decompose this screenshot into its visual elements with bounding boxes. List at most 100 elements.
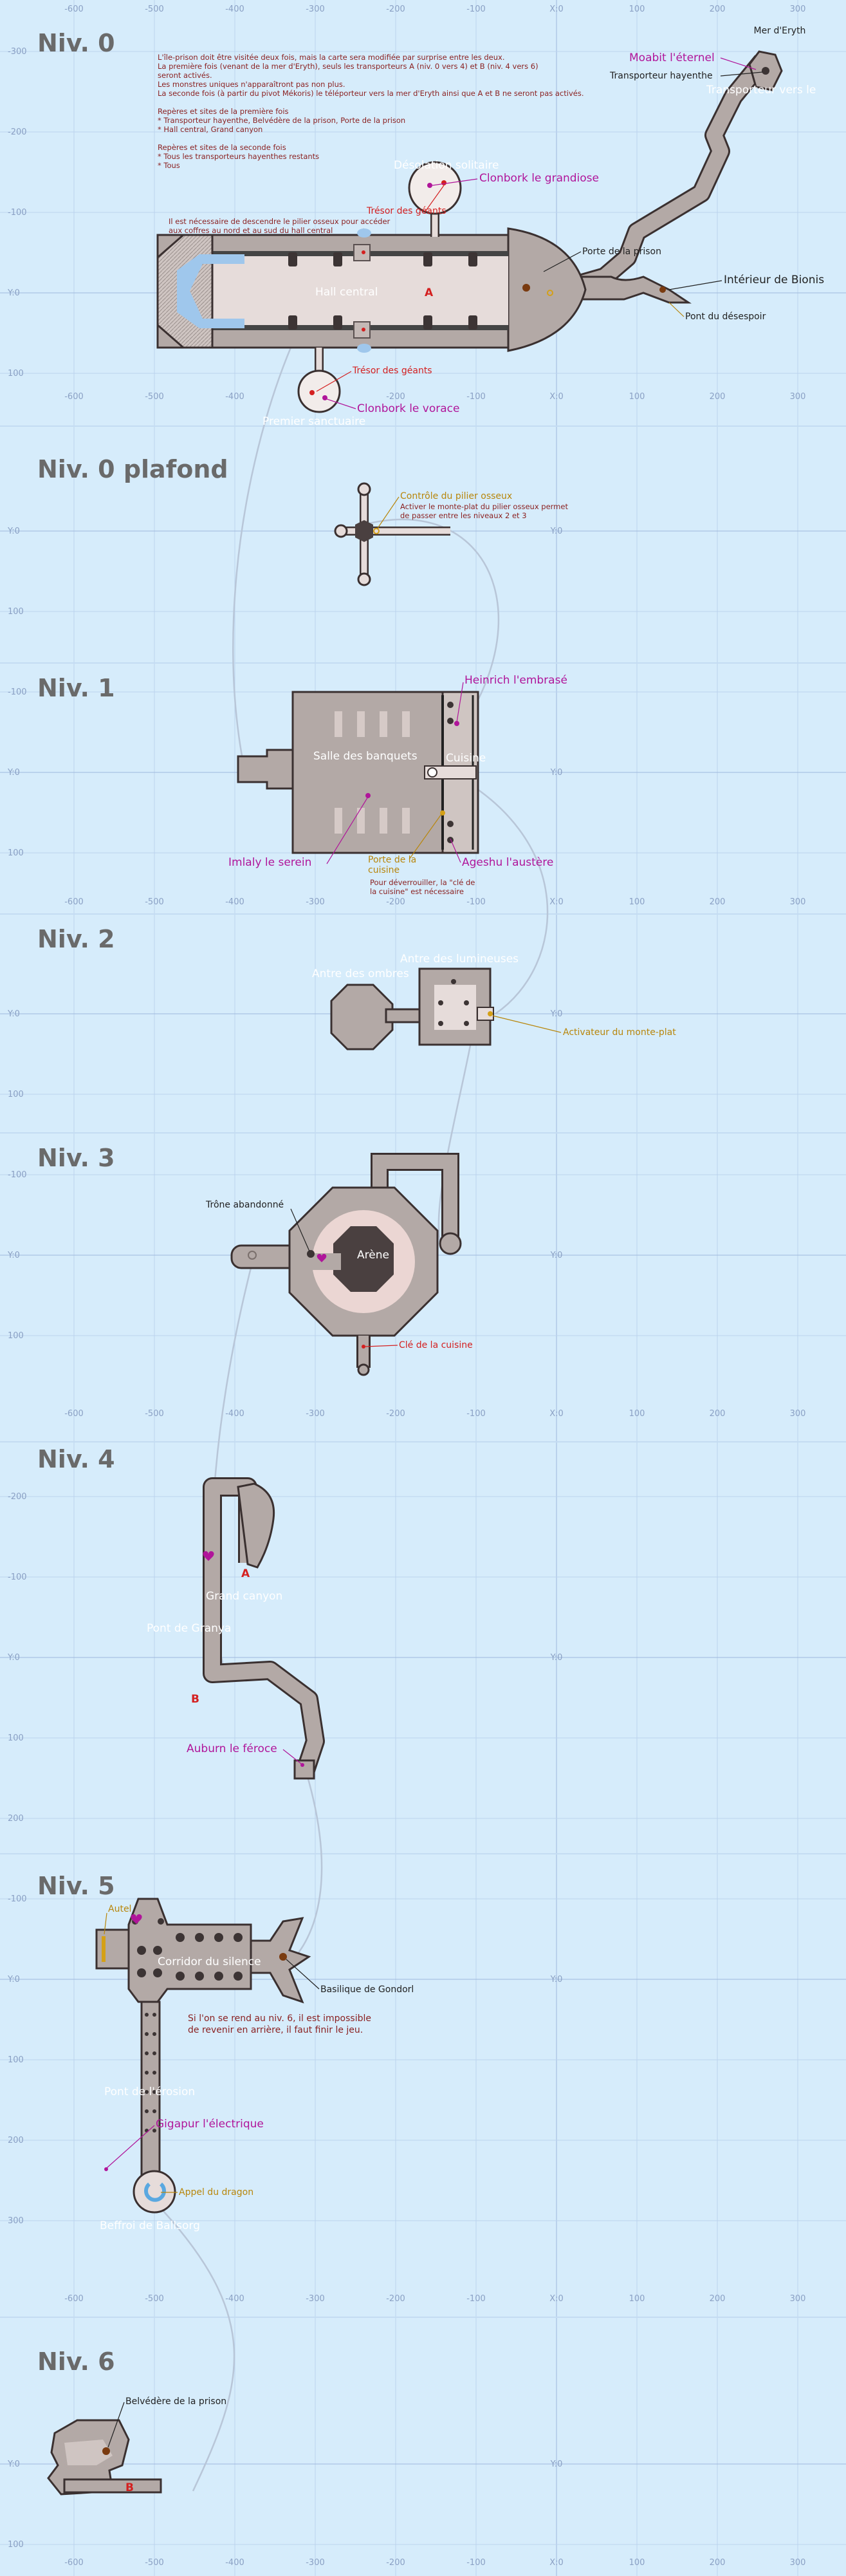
y-axis-center-label: Y:0 xyxy=(550,2459,563,2469)
x-tick-label: -600 xyxy=(64,2294,84,2304)
y-axis-center-label: Y:0 xyxy=(550,1251,563,1260)
label-auburn: Auburn le féroce xyxy=(187,1742,277,1755)
dumbwaiter-activator[interactable] xyxy=(477,1007,494,1021)
level-1: Niv. 1 Heinrich l'embrasé Salle des banq… xyxy=(37,674,567,896)
x-tick-label: 200 xyxy=(710,1409,726,1419)
y-tick-label: -100 xyxy=(8,1894,27,1904)
note-line: * Tous les transporteurs hayenthes resta… xyxy=(158,152,319,161)
label-basilica: Basilique de Gondorl xyxy=(320,1984,414,1995)
x-tick-label: -300 xyxy=(306,2558,325,2568)
x-tick-label: 300 xyxy=(790,2558,806,2568)
leader-line xyxy=(492,1015,562,1033)
canyon-path[interactable] xyxy=(205,1479,323,1773)
leader-line xyxy=(409,814,442,860)
basilica[interactable] xyxy=(250,1917,311,2004)
monster-dot xyxy=(322,395,327,400)
hall-pillars xyxy=(288,252,477,330)
x-tick-label: 100 xyxy=(629,2294,645,2304)
kitchen-door[interactable] xyxy=(424,765,477,779)
x-tick-label: -600 xyxy=(64,1409,84,1419)
mechanism-icon xyxy=(547,290,553,296)
y-axis-center-label: Y:0 xyxy=(550,1009,563,1019)
bridge-of-despair[interactable] xyxy=(552,275,692,304)
leader-line xyxy=(282,1749,302,1764)
bone-pillar-control[interactable] xyxy=(355,520,373,542)
note-line: * Transporteur hayenthe, Belvédère de la… xyxy=(158,116,405,125)
canyon-head[interactable] xyxy=(237,1482,275,1569)
level-5: Niv. 5 Autel Corridor du silence Basiliq… xyxy=(37,1872,414,2232)
x-tick-label: 300 xyxy=(790,897,806,907)
leader-line xyxy=(107,2402,125,2448)
x-tick-label: -600 xyxy=(64,897,84,907)
y-tick-label: 100 xyxy=(8,1090,24,1099)
y-tick-label: 100 xyxy=(8,2540,24,2550)
west-room[interactable] xyxy=(237,749,294,790)
note-line: Repères et sites de la seconde fois xyxy=(158,143,286,152)
den-corridor[interactable] xyxy=(385,1008,423,1023)
x-tick-label: X:0 xyxy=(549,2294,564,2304)
y-tick-label: Y:0 xyxy=(7,527,20,536)
banquet-hall[interactable] xyxy=(291,691,444,854)
x-tick-label: 100 xyxy=(629,392,645,402)
label-key: Clé de la cuisine xyxy=(399,1340,473,1350)
belfry[interactable] xyxy=(133,2170,176,2214)
x-tick-label: -200 xyxy=(386,392,405,402)
leader-line xyxy=(668,280,722,290)
x-tick-label: 300 xyxy=(790,2294,806,2304)
first-sanctuary[interactable] xyxy=(297,369,341,413)
intro-notes: L'île-prison doit être visitée deux fois… xyxy=(158,53,584,170)
label-arena: Arène xyxy=(357,1249,389,1262)
leader-line xyxy=(424,185,445,213)
leader-line xyxy=(668,302,685,317)
level-0: Niv. 0 L'île-prison doit être visitée de… xyxy=(37,26,824,428)
label-desolation: Désolation solitaire xyxy=(394,159,499,172)
y-tick-label: 200 xyxy=(8,2136,24,2145)
x-tick-label: X:0 xyxy=(549,392,564,402)
leader-line xyxy=(104,1912,107,1935)
x-tick-label: -400 xyxy=(225,5,244,14)
mechanism-dot xyxy=(488,1011,493,1016)
label-activator: Activateur du monte-plat xyxy=(563,1027,676,1038)
x-tick-label: -500 xyxy=(145,897,164,907)
x-tick-label: X:0 xyxy=(549,5,564,14)
level-title: Niv. 0 xyxy=(37,29,115,57)
label-bionis: Intérieur de Bionis xyxy=(724,274,824,286)
shadow-den[interactable] xyxy=(330,984,394,1050)
warning-2: de revenir en arrière, il faut finir le … xyxy=(188,2025,363,2035)
x-tick-label: 100 xyxy=(629,1409,645,1419)
y-tick-label: Y:0 xyxy=(7,1653,20,1663)
bridge-pillars xyxy=(145,2013,156,2133)
x-tick-label: 200 xyxy=(710,5,726,14)
monster-dot xyxy=(104,2167,108,2171)
monster-dot xyxy=(365,793,371,798)
leader-line xyxy=(432,178,478,186)
north-corridor[interactable] xyxy=(372,1155,457,1242)
y-axis-center-label: Y:0 xyxy=(550,527,563,536)
x-tick-label: -200 xyxy=(386,897,405,907)
label-kitchen-door-2: cuisine xyxy=(368,865,400,875)
y-tick-label: -200 xyxy=(8,127,27,137)
x-tick-label: X:0 xyxy=(549,1409,564,1419)
x-tick-label: -500 xyxy=(145,2294,164,2304)
desolation-sanctuary[interactable] xyxy=(408,161,462,215)
landmark-dot xyxy=(279,1953,287,1961)
note-line: Repères et sites de la première fois xyxy=(158,107,289,116)
x-tick-label: 200 xyxy=(710,897,726,907)
note-pillar-2: aux coffres au nord et au sud du hall ce… xyxy=(169,226,333,235)
prison-gate-area[interactable] xyxy=(507,227,587,352)
level-title: Niv. 1 xyxy=(37,674,115,702)
label-altar: Autel xyxy=(108,1904,131,1914)
belvedere-floor xyxy=(64,2440,113,2465)
x-tick-label: 100 xyxy=(629,5,645,14)
y-axis-center-label: Y:0 xyxy=(550,1975,563,1984)
pillar-shaft xyxy=(427,767,437,778)
leader-line xyxy=(106,2125,155,2169)
x-tick-label: 300 xyxy=(790,1409,806,1419)
x-tick-label: -100 xyxy=(466,5,486,14)
x-tick-label: -400 xyxy=(225,2294,244,2304)
auburn-room[interactable] xyxy=(293,1759,315,1780)
belvedere-exit[interactable] xyxy=(63,2478,162,2494)
note-line: seront activés. xyxy=(158,71,212,80)
label-belfry: Beffroi de Ballsorg xyxy=(100,2219,200,2232)
